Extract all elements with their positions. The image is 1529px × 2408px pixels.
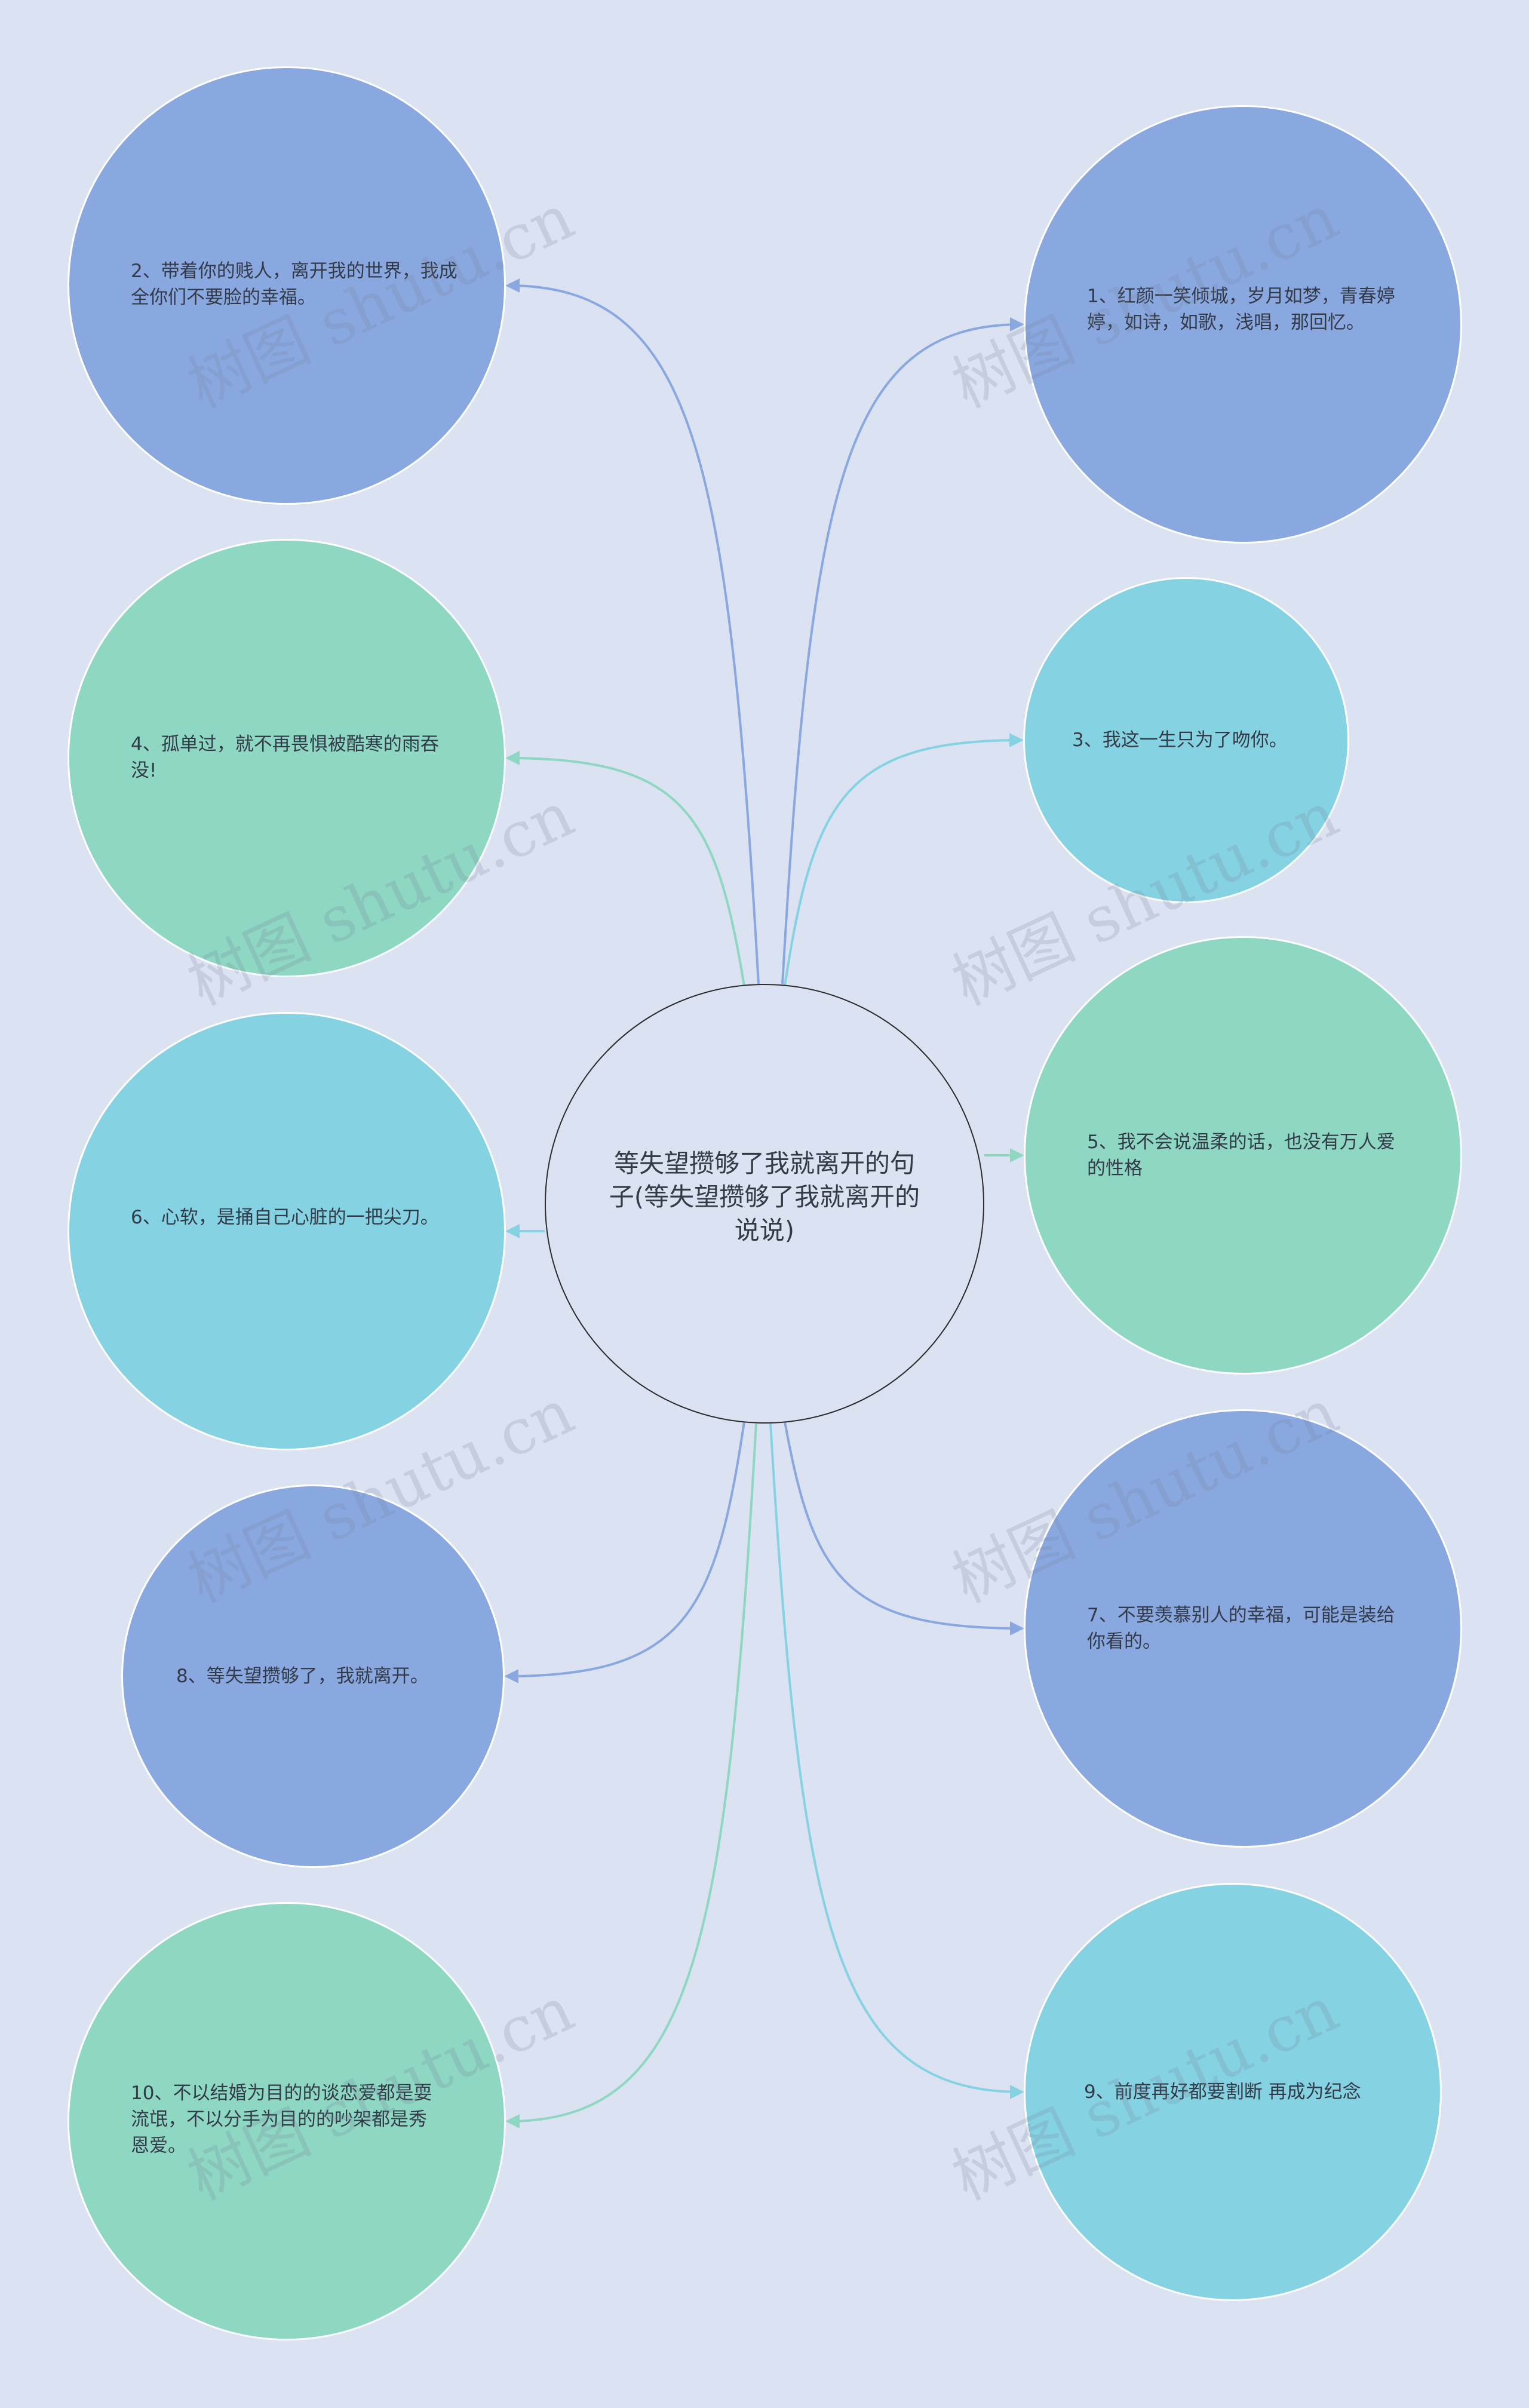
topic-node-n9[interactable] — [1024, 1883, 1442, 2301]
topic-node-text-n3: 3、我这一生只为了吻你。 — [1072, 729, 1288, 751]
topic-node-n8[interactable] — [121, 1484, 505, 1868]
topic-node-n3[interactable] — [1023, 577, 1349, 903]
connector-n9 — [769, 1423, 1024, 2099]
topic-node-text-n9: 9、前度再好都要割断 再成为纪念 — [1084, 2081, 1361, 2103]
topic-node-n6[interactable] — [67, 1012, 506, 1450]
topic-node-n5[interactable] — [1024, 936, 1462, 1375]
topic-node-text-n7: 7、不要羡慕别人的幸福，可能是装给你看的。 — [1087, 1605, 1395, 1652]
topic-node-n2[interactable] — [67, 66, 506, 505]
connector-n1 — [781, 317, 1024, 984]
center-topic-node[interactable] — [545, 984, 984, 1424]
topic-node-n7[interactable] — [1024, 1409, 1462, 1848]
topic-node-text-n5: 5、我不会说温柔的话，也没有万人爱的性格 — [1087, 1131, 1395, 1179]
topic-node-n4[interactable] — [67, 539, 506, 977]
topic-node-text-n1: 1、红颜一笑倾城，岁月如梦，青春婷婷，如诗，如歌，浅唱，那回忆。 — [1087, 286, 1395, 333]
connector-n10 — [505, 1423, 757, 2128]
connector-n8 — [504, 1421, 745, 1683]
topic-node-text-n6: 6、心软，是捅自己心脏的一把尖刀。 — [131, 1207, 439, 1228]
topic-node-n10[interactable] — [67, 1902, 506, 2340]
topic-node-text-n10: 10、不以结婚为目的的谈恋爱都是耍流氓，不以分手为目的的吵架都是秀恩爱。 — [131, 2082, 432, 2157]
connector-n7 — [784, 1421, 1024, 1636]
topic-node-text-n4: 4、孤单过，就不再畏惧被酷寒的雨吞没! — [131, 734, 439, 781]
topic-node-n1[interactable] — [1024, 105, 1462, 544]
topic-node-text-n2: 2、带着你的贱人，离开我的世界，我成全你们不要脸的幸福。 — [131, 260, 458, 308]
connector-n2 — [505, 278, 760, 984]
topic-node-text-n8: 8、等失望攒够了，我就离开。 — [176, 1665, 429, 1687]
connector-n4 — [505, 751, 745, 986]
center-topic-text: 等失望攒够了我就离开的句子(等失望攒够了我就离开的说说) — [609, 1149, 920, 1245]
connector-n3 — [784, 733, 1024, 986]
